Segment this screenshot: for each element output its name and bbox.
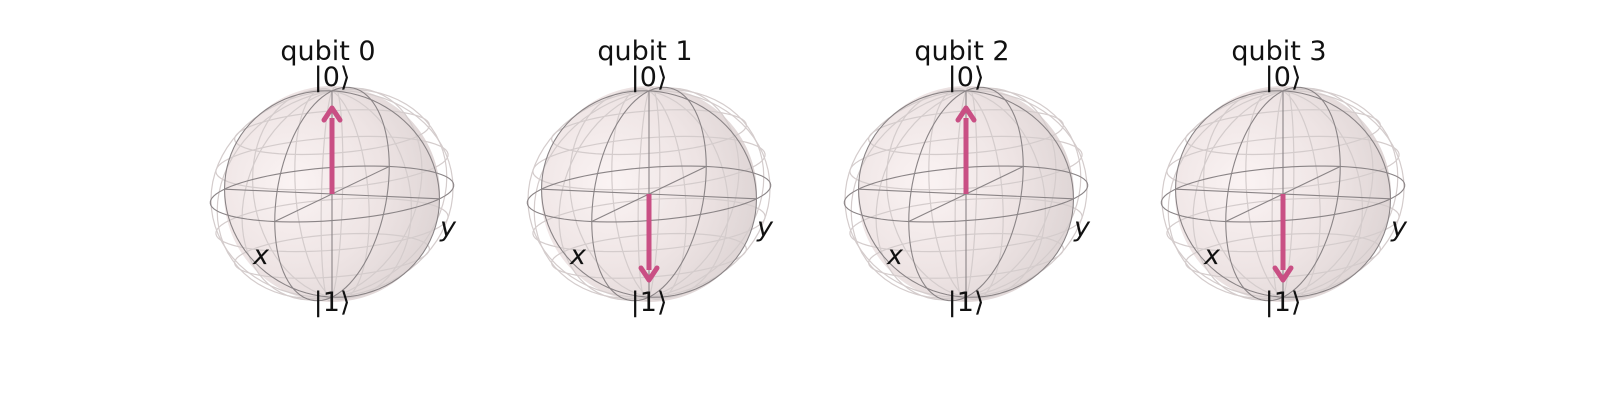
vector-arrowhead — [1272, 265, 1294, 283]
ket-one-label: |1⟩ — [631, 287, 668, 318]
sphere-title: qubit 1 — [597, 36, 692, 67]
state-vector — [321, 105, 343, 194]
state-vector — [955, 105, 977, 194]
state-vector — [638, 194, 660, 283]
x-axis-label: x — [569, 240, 587, 271]
bloch-sphere-3: qubit 3|0⟩ |1⟩ x y — [1160, 36, 1408, 318]
vector-arrowhead — [638, 265, 660, 283]
vector-arrowhead — [955, 105, 977, 123]
vector-arrowhead — [321, 105, 343, 123]
bloch-sphere-2: qubit 2|0⟩ |1⟩ x y — [843, 36, 1091, 318]
y-axis-label: y — [1073, 212, 1091, 243]
x-axis-label: x — [886, 240, 904, 271]
y-axis-label: y — [439, 212, 457, 243]
state-vector — [1272, 194, 1294, 283]
sphere-title: qubit 0 — [280, 36, 375, 67]
ket-zero-label: |0⟩ — [631, 62, 668, 93]
ket-zero-label: |0⟩ — [1265, 62, 1302, 93]
ket-one-label: |1⟩ — [1265, 287, 1302, 318]
ket-one-label: |1⟩ — [314, 287, 351, 318]
sphere-title: qubit 3 — [1231, 36, 1326, 67]
sphere-title: qubit 2 — [914, 36, 1009, 67]
ket-zero-label: |0⟩ — [314, 62, 351, 93]
y-axis-label: y — [756, 212, 774, 243]
y-axis-label: y — [1390, 212, 1408, 243]
ket-one-label: |1⟩ — [948, 287, 985, 318]
bloch-sphere-1: qubit 1|0⟩ |1⟩ x y — [526, 36, 774, 318]
ket-zero-label: |0⟩ — [948, 62, 985, 93]
bloch-sphere-0: qubit 0|0⟩ |1⟩ x y — [209, 36, 457, 318]
x-axis-label: x — [252, 240, 270, 271]
x-axis-label: x — [1203, 240, 1221, 271]
